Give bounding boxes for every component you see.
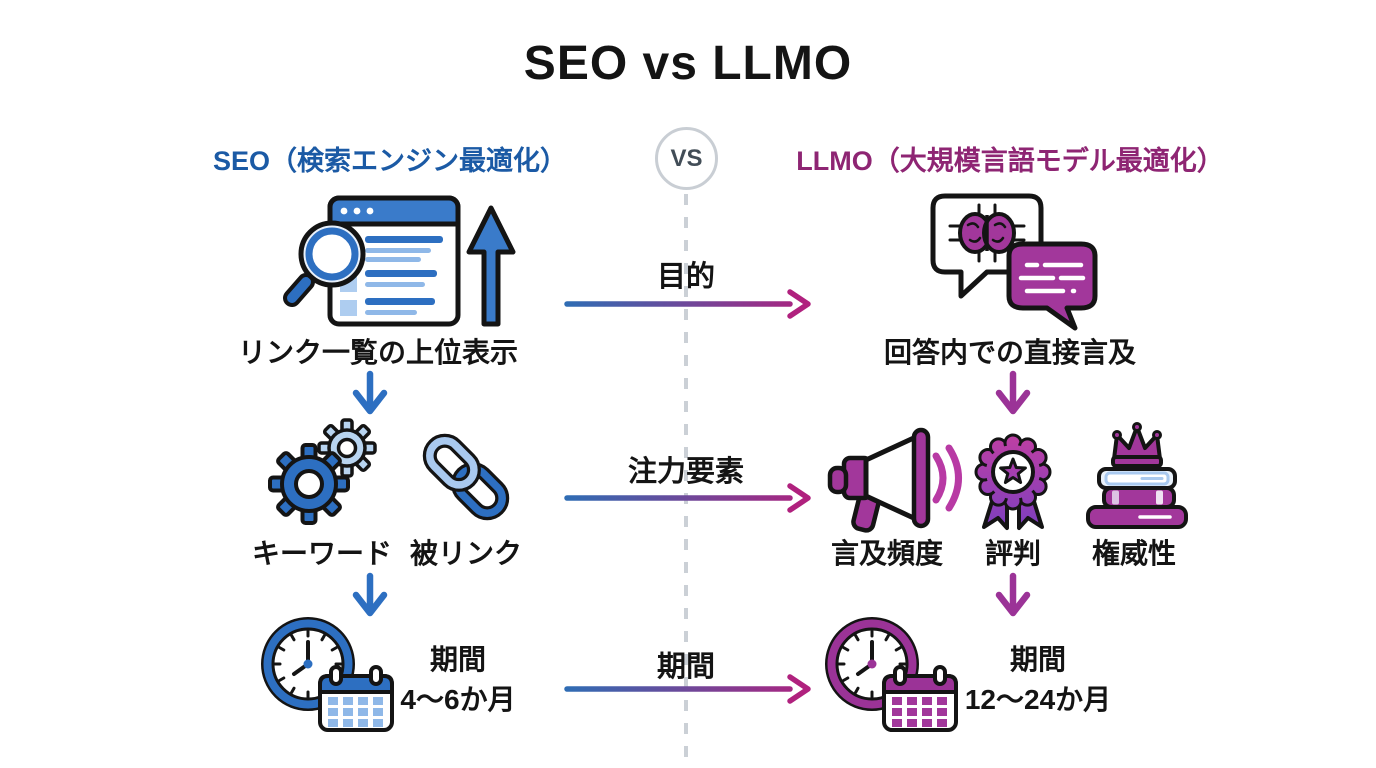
llmo-column-header: LLMO（大規模言語モデル最適化） bbox=[796, 146, 1224, 176]
seo-column-header: SEO（検索エンジン最適化） bbox=[212, 146, 568, 176]
award-badge-icon bbox=[971, 426, 1055, 536]
seo-goal-label: リンク一覧の上位表示 bbox=[237, 337, 519, 368]
seo-period-title: 期間 bbox=[429, 644, 486, 675]
megaphone-icon bbox=[827, 424, 968, 534]
down-arrow-icon bbox=[993, 572, 1033, 619]
down-arrow-icon bbox=[350, 572, 390, 619]
down-arrow-icon bbox=[993, 370, 1033, 417]
llmo-period-block: 期間 12〜24か月 bbox=[965, 640, 1111, 720]
llmo-period-value: 12〜24か月 bbox=[964, 684, 1112, 715]
compare-period-label: 期間 bbox=[656, 651, 716, 683]
seo-factor-keyword-label: キーワード bbox=[251, 538, 393, 569]
seo-factor-backlink-label: 被リンク bbox=[409, 538, 523, 569]
search-ranking-icon bbox=[283, 192, 518, 332]
llmo-factor-authority-label: 権威性 bbox=[1091, 538, 1177, 569]
vs-badge: VS bbox=[655, 127, 718, 190]
gradient-arrow-right-icon bbox=[564, 482, 814, 514]
llmo-goal-label: 回答内での直接言及 bbox=[883, 337, 1137, 368]
llmo-factor-mentions-label: 言及頻度 bbox=[830, 538, 944, 569]
compare-purpose-label: 目的 bbox=[656, 261, 716, 293]
gears-icon bbox=[263, 418, 383, 530]
compare-focus-label: 注力要素 bbox=[627, 456, 745, 488]
seo-period-block: 期間 4〜6か月 bbox=[400, 640, 515, 720]
books-crown-icon bbox=[1082, 417, 1192, 530]
page-title: SEO vs LLMO bbox=[523, 37, 853, 90]
down-arrow-icon bbox=[350, 370, 390, 417]
clock-calendar-icon bbox=[258, 616, 398, 734]
gradient-arrow-right-icon bbox=[564, 673, 814, 705]
ai-chat-bubbles-icon bbox=[925, 190, 1100, 332]
llmo-factor-reputation-label: 評判 bbox=[984, 538, 1042, 569]
vs-divider-dashed-line bbox=[684, 194, 688, 760]
gradient-arrow-right-icon bbox=[564, 288, 814, 320]
vs-badge-label: VS bbox=[670, 144, 703, 172]
llmo-period-title: 期間 bbox=[1009, 644, 1067, 675]
chain-link-icon bbox=[418, 430, 514, 524]
seo-period-value: 4〜6か月 bbox=[400, 684, 516, 715]
clock-calendar-icon bbox=[822, 616, 962, 734]
